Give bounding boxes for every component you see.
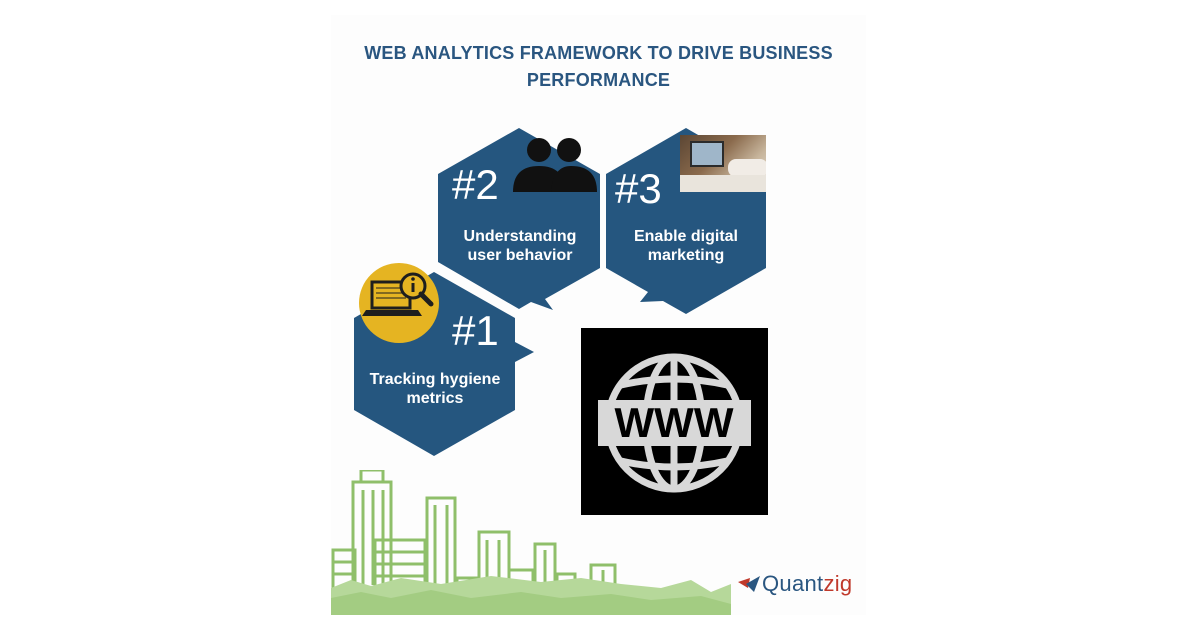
www-graphic: WWW (581, 328, 768, 515)
step-3-label: Enable digital marketing (633, 228, 738, 264)
step-2-label: Understanding user behavior (463, 228, 577, 264)
globe-www-icon: WWW (598, 353, 751, 493)
city-skyline-illustration (331, 470, 731, 615)
step-3-number: #3 (615, 165, 662, 212)
laptop-info-icon (359, 263, 439, 343)
step-2-number: #2 (452, 161, 499, 208)
step-1-number: #1 (452, 307, 499, 354)
logo-mark-icon (738, 576, 760, 592)
logo-text: Quantzig (762, 571, 853, 596)
page-title: WEB ANALYTICS FRAMEWORK TO DRIVE BUSINES… (364, 43, 833, 90)
www-text: WWW (615, 399, 734, 446)
quantzig-logo: Quantzig (738, 571, 853, 596)
office-photo (680, 135, 766, 192)
users-icon (513, 138, 597, 192)
step-1-label: Tracking hygiene metrics (369, 371, 501, 407)
